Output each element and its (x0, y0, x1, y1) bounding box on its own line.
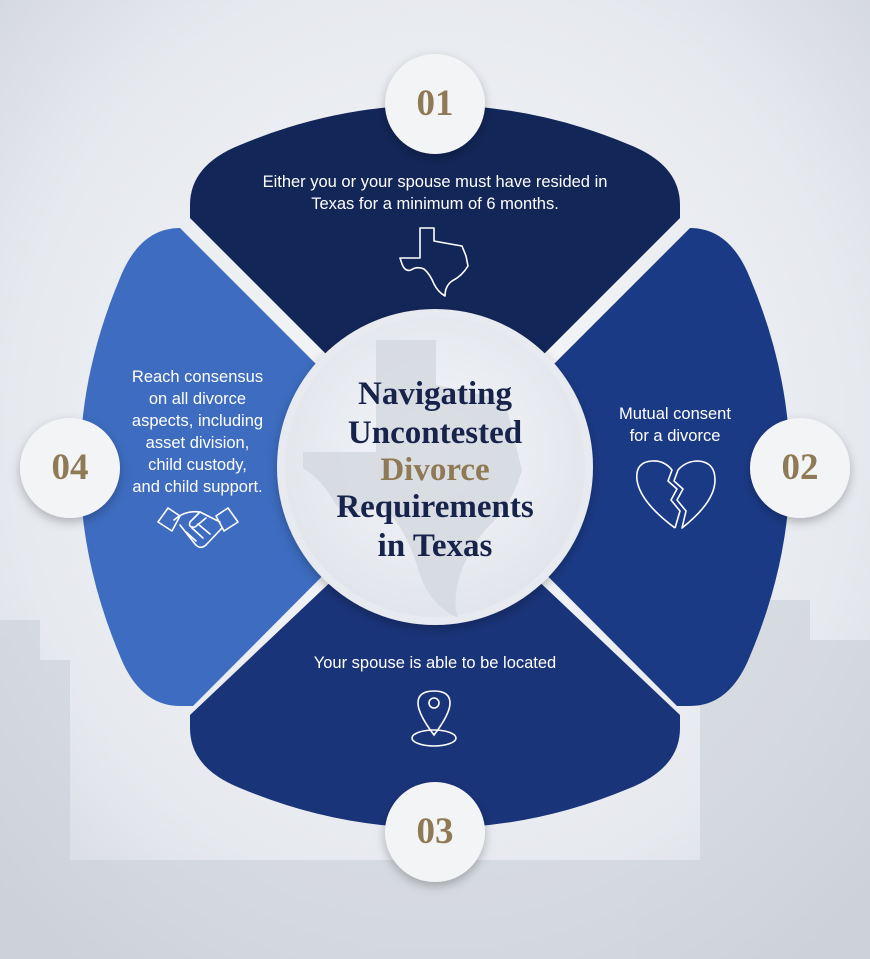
texas-map-icon (399, 227, 469, 297)
location-pin-icon (411, 690, 457, 747)
step-04-line2: on all divorce (148, 390, 247, 408)
step-01-line2: Texas for a minimum of 6 months. (311, 195, 559, 213)
title-line-4: Requirements (336, 489, 534, 525)
segment-bottom (190, 483, 680, 828)
segment-left (80, 228, 425, 706)
step-number-02: 02 (781, 447, 819, 488)
title-line-1: Navigating (357, 376, 512, 412)
step-number-03: 03 (416, 811, 454, 852)
step-03-line1: Your spouse is able to be located (313, 654, 557, 672)
step-04-line5: child custody, (148, 456, 247, 474)
title-line-3: Divorce (380, 452, 490, 488)
broken-heart-icon (635, 460, 716, 529)
step-03-text: Your spouse is able to be located (240, 652, 630, 674)
step-number-04: 04 (51, 447, 89, 488)
handshake-icon (157, 507, 239, 549)
step-04-line3: aspects, including (131, 412, 264, 430)
step-02-text: Mutual consent for a divorce (590, 403, 760, 447)
step-04-line1: Reach consensus (131, 368, 264, 386)
segment-top (190, 105, 680, 463)
step-02-line1: Mutual consent (619, 405, 731, 423)
step-04-line6: and child support. (132, 478, 263, 496)
title-line-5: in Texas (377, 528, 493, 564)
badge-01 (385, 54, 485, 154)
title-line-2: Uncontested (347, 415, 523, 451)
step-01-line1: Either you or your spouse must have resi… (262, 173, 608, 191)
badge-02 (750, 418, 850, 518)
badge-04 (20, 418, 120, 518)
step-04-text: Reach consensus on all divorce aspects, … (110, 366, 285, 498)
badge-03 (385, 782, 485, 882)
segment-right (445, 228, 790, 706)
step-01-text: Either you or your spouse must have resi… (200, 171, 670, 215)
step-02-line2: for a divorce (629, 427, 721, 445)
step-04-line4: asset division, (145, 434, 250, 452)
texas-watermark (303, 340, 522, 618)
step-number-01: 01 (416, 83, 454, 124)
